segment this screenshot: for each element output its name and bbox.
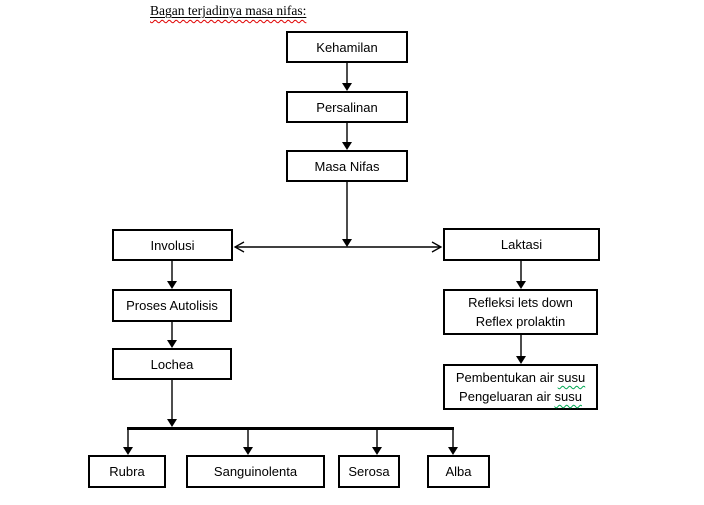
node-rubra: Rubra [88,455,166,488]
node-pembentukan: Pembentukan air susu Pengeluaran air sus… [443,364,598,410]
arrow-autolisis-lochea [167,321,177,348]
arrow-persalinan-masanifas [342,122,352,150]
arrow-involusi-laktasi-double [233,241,443,253]
arrow-branch-serosa [372,430,382,455]
spellcheck-marked-word: susu [554,389,582,404]
node-label: Serosa [348,464,390,479]
title-underline: Bagan terjadinya masa nifas: [150,3,306,18]
node-sanguinolenta: Sanguinolenta [186,455,325,488]
node-label-line1: Pembentukan air susu [455,370,586,385]
node-persalinan: Persalinan [286,91,408,123]
title-text: Bagan terjadinya masa nifas: [150,3,307,18]
arrow-branch-rubra [123,430,133,455]
node-laktasi: Laktasi [443,228,600,261]
node-label-line1: Refleksi lets down [468,295,573,310]
node-label: Persalinan [316,99,378,115]
node-refleksi: Refleksi lets down Reflex prolaktin [443,289,598,335]
node-proses-autolisis: Proses Autolisis [112,289,232,322]
spellcheck-marked-word: susu [557,370,586,385]
arrow-masanifas-junction [342,181,352,247]
arrow-laktasi-refleksi [516,260,526,289]
node-label-line2: Pengeluaran air susu [459,389,582,404]
node-label: Lochea [150,356,194,372]
node-label: Laktasi [500,237,543,252]
arrow-lochea-branch [167,379,177,427]
node-label: Alba [445,464,472,479]
node-label: Proses Autolisis [126,298,218,313]
node-label: Involusi [150,237,195,253]
node-label: Rubra [109,464,145,479]
node-kehamilan: Kehamilan [286,31,408,63]
node-label: Sanguinolenta [213,464,298,479]
node-label: Kehamilan [316,39,378,55]
node-alba: Alba [427,455,490,488]
node-serosa: Serosa [338,455,400,488]
diagram-title: Bagan terjadinya masa nifas: [150,3,306,19]
arrow-refleksi-pembentukan [516,334,526,364]
node-label: Masa Nifas [314,158,380,174]
arrow-kehamilan-persalinan [342,62,352,91]
arrow-branch-sanguinolenta [243,430,253,455]
node-involusi: Involusi [112,229,233,261]
node-masa-nifas: Masa Nifas [286,150,408,182]
node-lochea: Lochea [112,348,232,380]
arrow-branch-alba [448,430,458,455]
node-label-line2: Reflex prolaktin [475,314,566,329]
arrow-involusi-autolisis [167,260,177,289]
